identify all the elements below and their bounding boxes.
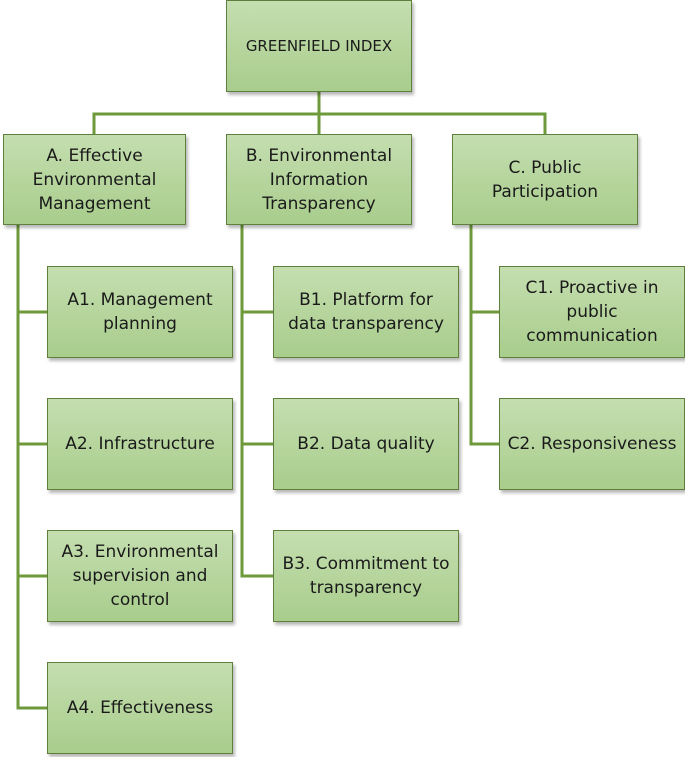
category-node-b: B. Environmental Information Transparenc… xyxy=(226,134,412,225)
item-a2-label: A2. Infrastructure xyxy=(65,434,215,454)
item-node-a3: A3. Environmental supervision and contro… xyxy=(47,530,233,622)
item-node-b1: B1. Platform for data transparency xyxy=(273,266,459,358)
root-node-greenfield-index: GREENFIELD INDEX xyxy=(226,0,412,92)
item-a1-label: A1. Management planning xyxy=(67,290,213,334)
category-b-label: B. Environmental Information Transparenc… xyxy=(245,145,393,214)
item-a3-label: A3. Environmental supervision and contro… xyxy=(61,542,219,610)
root-node-label: GREENFIELD INDEX xyxy=(245,37,393,55)
item-node-a4: A4. Effectiveness xyxy=(47,662,233,754)
item-node-c2: C2. Responsiveness xyxy=(499,398,685,490)
item-node-c1: C1. Proactive in public communication xyxy=(499,266,685,358)
item-node-a2: A2. Infrastructure xyxy=(47,398,233,490)
item-c1-label: C1. Proactive in public communication xyxy=(525,278,659,346)
item-b3-label: B3. Commitment to transparency xyxy=(282,554,450,598)
item-b1-label: B1. Platform for data transparency xyxy=(288,290,444,334)
category-node-a: A. Effective Environmental Management xyxy=(3,134,186,225)
item-a4-label: A4. Effectiveness xyxy=(66,698,214,718)
item-node-b2: B2. Data quality xyxy=(273,398,459,490)
category-node-c: C. Public Participation xyxy=(452,134,638,225)
category-a-label: A. Effective Environmental Management xyxy=(32,145,157,214)
item-c2-label: C2. Responsiveness xyxy=(507,434,677,454)
item-b2-label: B2. Data quality xyxy=(297,434,435,454)
item-node-b3: B3. Commitment to transparency xyxy=(273,530,459,622)
item-node-a1: A1. Management planning xyxy=(47,266,233,358)
category-c-label: C. Public Participation xyxy=(491,157,599,202)
